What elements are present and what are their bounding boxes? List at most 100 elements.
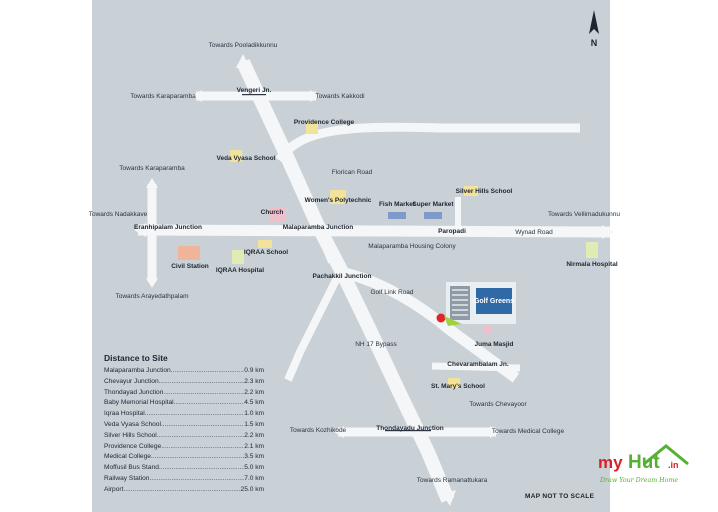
nirmala-hospital-marker (586, 242, 598, 258)
north-arrow-icon (589, 10, 599, 34)
label-iqraa-school: IQRAA School (244, 249, 288, 256)
distance-row: Veda Vyasa School.......................… (104, 420, 264, 431)
distance-leader-dots: ........................................… (123, 485, 240, 493)
distance-leader-dots: ........................................… (158, 464, 244, 472)
label-towards-vellimadukunnu: Towards Vellimadukunnu (548, 211, 620, 218)
distance-leader-dots: ........................................… (160, 420, 244, 428)
iqraa-hospital-marker (232, 250, 244, 264)
label-veda-vyasa-school: Veda Vyasa School (216, 155, 275, 162)
label-eranhipalam-junction: Eranhipalam Junction (134, 224, 202, 231)
label-malaparamba-housing-colony: Malaparamba Housing Colony (368, 243, 456, 250)
distance-value: 3.5 km (244, 453, 264, 461)
golf-link-road (338, 266, 520, 383)
distance-value: 5.0 km (244, 464, 264, 472)
north-label: N (591, 38, 598, 48)
label-nirmala-hospital: Nirmala Hospital (566, 261, 617, 268)
distance-row: Moffusil Bus Stand......................… (104, 463, 264, 474)
label-towards-nadakkave: Towards Nadakkave (89, 211, 148, 218)
distance-leader-dots: ........................................… (173, 399, 245, 407)
label-florican-road: Florican Road (332, 169, 373, 176)
distance-place-name: Moffusil Bus Stand (104, 464, 159, 472)
label-towards-ramanattukara: Towards Ramanattukara (417, 477, 488, 484)
north-compass: N (589, 10, 599, 48)
arrow-karaparamba-left (146, 178, 158, 188)
thondayadu-junction-bar (385, 430, 431, 432)
logo-tagline: Draw Your Dream Home (599, 477, 678, 484)
house-roof-icon (643, 444, 689, 466)
label-womens-polytechnic: Women's Polytechnic (305, 197, 372, 204)
distance-row: Railway Station.........................… (104, 474, 264, 485)
label-fish-market: Fish Market (379, 201, 416, 208)
vengeri-junction-bar (242, 94, 266, 96)
arrow-pooladikkunnu (236, 54, 250, 68)
site-green-callout (444, 316, 462, 326)
distance-leader-dots: ........................................… (170, 367, 244, 374)
label-malaparamba-junction: Malaparamba Junction (283, 224, 353, 231)
civil-station-marker (178, 246, 200, 260)
direction-arrows (134, 54, 614, 506)
logo-tld: .in (668, 460, 679, 470)
label-iqraa-hospital: IQRAA Hospital (216, 267, 264, 274)
label-wynad-road: Wynad Road (515, 229, 553, 236)
distance-place-name: Medical College (104, 453, 151, 461)
label-towards-chevayoor: Towards Chevayoor (469, 401, 527, 408)
logo-hut: Hut (628, 452, 660, 473)
distance-row: Medical College.........................… (104, 452, 264, 463)
label-super-market: Super Market (412, 201, 454, 208)
site-location-pin (436, 313, 446, 323)
distance-leader-dots: ........................................… (161, 442, 244, 450)
arrow-ramanattukara (442, 490, 456, 506)
juma-masjid-marker (484, 326, 492, 334)
st-marys-marker (448, 378, 460, 388)
label-nh17-bypass: NH 17 Bypass (355, 341, 397, 348)
distance-value: 4.5 km (244, 399, 264, 407)
distance-leader-dots: ........................................… (156, 431, 244, 439)
label-towards-kozhikode: Towards Kozhikode (290, 427, 347, 434)
distance-place-name: Baby Memorial Hospital (104, 399, 174, 407)
distance-row: Chevayur Junction.......................… (104, 377, 264, 388)
iqraa-school-marker (258, 240, 272, 248)
chevarambalam-road (431, 362, 521, 372)
distance-value: 25.0 km (240, 485, 264, 493)
distance-value: 2.1 km (244, 442, 264, 450)
label-towards-medical-college: Towards Medical College (492, 428, 565, 435)
label-towards-arayedathpalam: Towards Arayedathpalam (116, 293, 189, 300)
distance-value: 2.3 km (244, 377, 264, 385)
distance-list: Malaparamba Junction....................… (104, 366, 264, 496)
arrow-karaparamba-top (192, 90, 202, 102)
womens-polytechnic-marker (330, 190, 346, 204)
golf-greens-label-bg (476, 288, 512, 314)
label-paropadi: Paropadi (438, 228, 466, 235)
distance-to-site-panel: Distance to Site Malaparamba Junction...… (104, 353, 264, 496)
label-st-marys-school: St. Mary's School (431, 383, 485, 390)
distance-place-name: Iqraa Hospital (104, 410, 145, 418)
distance-title: Distance to Site (104, 353, 168, 363)
label-towards-karaparamba-left: Towards Karaparamba (119, 165, 185, 172)
distance-place-name: Chevayur Junction (104, 377, 159, 385)
label-golf-link-road: Golf Link Road (371, 289, 414, 296)
label-providence-college: Providence College (294, 119, 355, 126)
distance-row: Baby Memorial Hospital..................… (104, 398, 264, 409)
label-towards-pooladikkunnu: Towards Pooladikkunnu (209, 42, 278, 49)
distance-value: 2.2 km (244, 388, 264, 396)
place-labels: Towards Pooladikkunnu Towards Karaparamb… (89, 42, 621, 484)
providence-college-marker (306, 122, 318, 134)
church-marker (270, 208, 286, 222)
distance-place-name: Thondayad Junction (104, 388, 164, 396)
distance-place-name: Airport (104, 485, 124, 493)
distance-place-name: Railway Station (104, 474, 150, 482)
distance-leader-dots: ........................................… (149, 474, 244, 482)
landmarks (178, 122, 598, 388)
pachakkil-link-road (314, 226, 336, 264)
distance-row: Thondayad Junction......................… (104, 388, 264, 399)
label-civil-station: Civil Station (171, 263, 209, 270)
arrow-kozhikode (334, 426, 344, 438)
label-pachakkil-junction: Pachakkil Junction (313, 273, 372, 280)
distance-place-name: Veda Vyasa School (104, 420, 161, 428)
pachakkil-west-road (284, 270, 344, 382)
florican-road (275, 122, 580, 163)
silver-hills-marker (464, 186, 478, 196)
map-not-to-scale-note: MAP NOT TO SCALE (525, 493, 595, 500)
